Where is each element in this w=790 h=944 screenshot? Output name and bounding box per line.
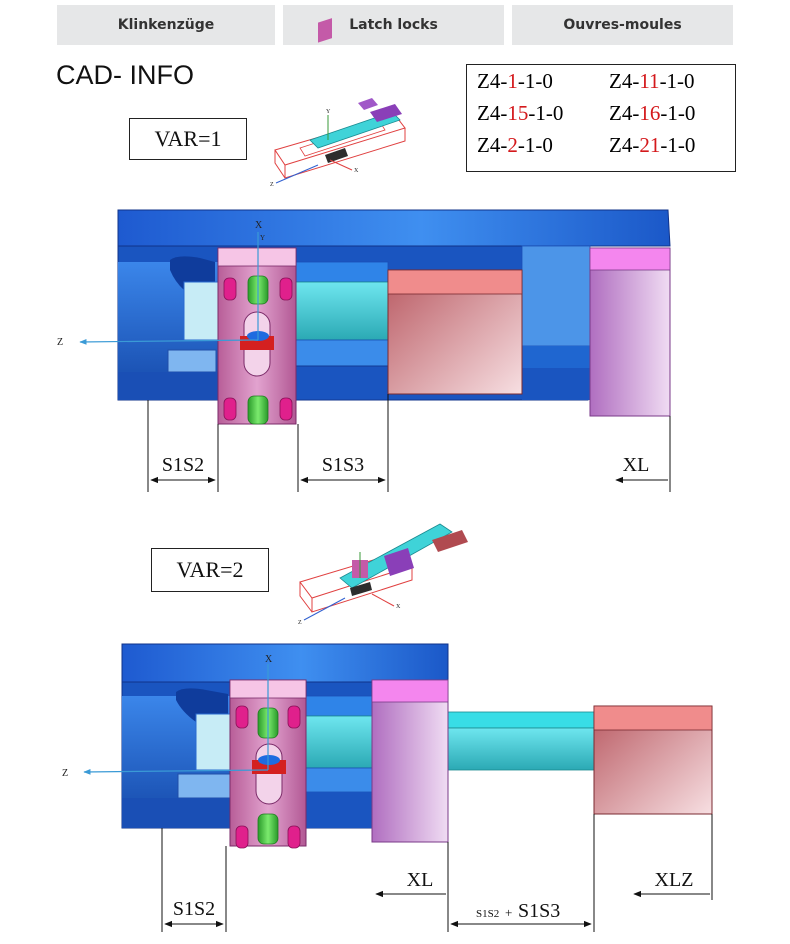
part-code: Z4-21-1-0 bbox=[609, 133, 696, 157]
part-code: Z4-16-1-0 bbox=[609, 101, 696, 125]
axis-label-z: Z bbox=[57, 337, 63, 348]
part-code: Z4-15-1-0 bbox=[477, 101, 564, 125]
svg-text:X: X bbox=[396, 604, 401, 610]
dim-label-sum-s1s2: S1S2 bbox=[476, 908, 499, 920]
dim-label-xlz: XLZ bbox=[655, 869, 694, 891]
section-view-var2: X Z bbox=[62, 643, 713, 849]
part-code: Z4-1-1-0 bbox=[477, 69, 553, 93]
var2-label: VAR=2 bbox=[151, 548, 269, 592]
svg-text:Z: Z bbox=[270, 182, 274, 188]
dim-label-xl: XL bbox=[407, 869, 434, 891]
part-code-table: Z4-1-1-0 Z4-11-1-0 Z4-15-1-0 Z4-16-1-0 Z… bbox=[466, 64, 736, 172]
dim-label-s1s3: S1S3 bbox=[322, 454, 364, 476]
part-code: Z4-2-1-0 bbox=[477, 133, 553, 157]
axis-label-y: Y bbox=[260, 234, 265, 242]
isometric-preview-var2: Z X bbox=[298, 523, 468, 626]
section-view-var1: X Y Z bbox=[57, 209, 671, 425]
dim-label-plus: + bbox=[505, 905, 512, 920]
dim-label-sum-s1s3: S1S3 bbox=[518, 900, 560, 922]
axis-label-z: Z bbox=[62, 768, 68, 779]
dimensions-var2 bbox=[161, 814, 713, 932]
dimensions-var1 bbox=[147, 394, 671, 492]
tab-klinkenzuege[interactable]: Klinkenzüge bbox=[57, 5, 275, 45]
svg-text:Y: Y bbox=[326, 109, 331, 115]
page-title: CAD- INFO bbox=[56, 60, 194, 90]
dim-label-s1s2: S1S2 bbox=[173, 898, 215, 920]
dim-label-xl: XL bbox=[623, 454, 650, 476]
svg-text:X: X bbox=[354, 168, 359, 174]
var1-label: VAR=1 bbox=[129, 118, 247, 160]
axis-label-x: X bbox=[265, 654, 273, 665]
isometric-preview-var1: Z X Y bbox=[270, 18, 406, 188]
svg-text:Z: Z bbox=[298, 620, 302, 626]
part-code: Z4-11-1-0 bbox=[609, 69, 695, 93]
dim-label-s1s2: S1S2 bbox=[162, 454, 204, 476]
tab-ouvres-moules[interactable]: Ouvres-moules bbox=[512, 5, 733, 45]
axis-label-x: X bbox=[255, 220, 263, 231]
